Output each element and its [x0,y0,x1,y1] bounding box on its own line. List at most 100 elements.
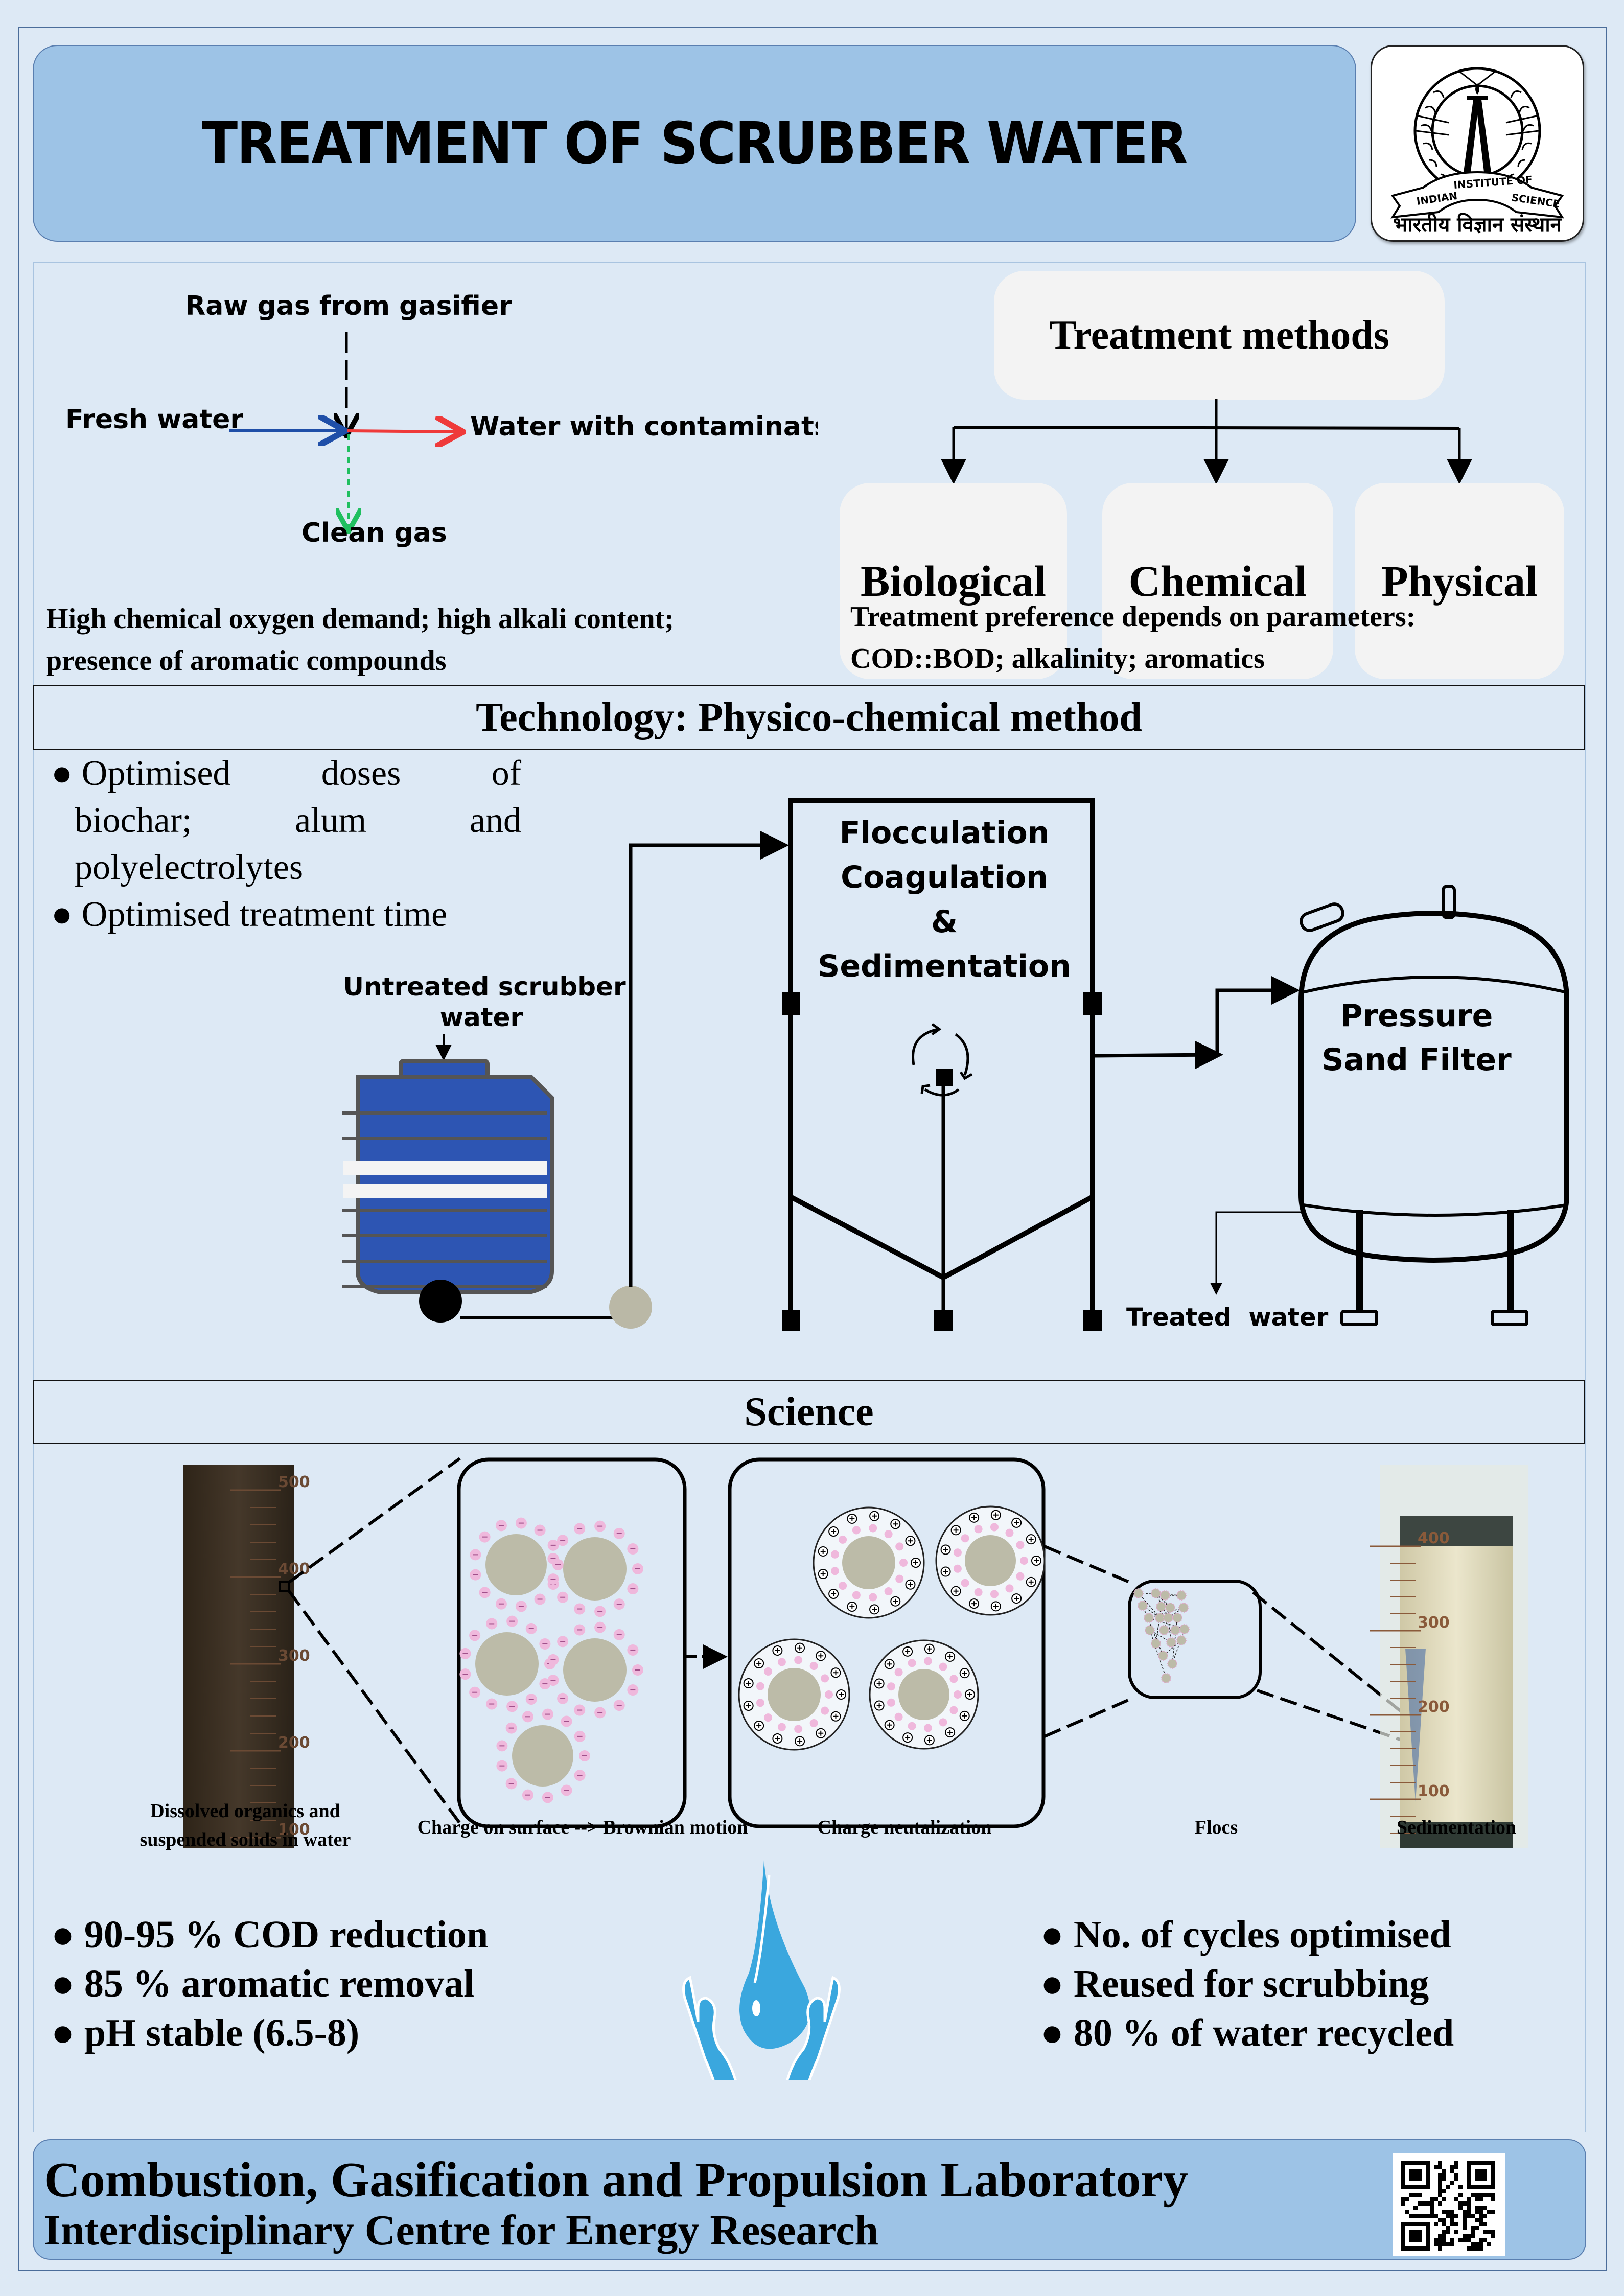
bullet-dot: ● [51,2011,75,2054]
reactor-label-line-1: Flocculation [840,815,1050,851]
bullet-dot: ● [51,895,73,934]
floc-particle [1167,1659,1177,1669]
negative-charge [794,1725,803,1733]
negative-charge [777,1658,786,1666]
note-line-2: COD::BOD; alkalinity; aromatics [850,643,1265,675]
negative-charge [1016,1572,1025,1581]
bullet-word: doses [321,754,401,793]
negative-charge [764,1667,773,1676]
iisc-emblem-icon: INDIAN INSTITUTE OF SCIENCE भारतीय विज्ञ… [1390,67,1564,237]
suspended-particle [768,1668,821,1721]
caption-dissolved-organics: Dissolved organics and suspended solids … [118,1797,373,1854]
flocs-box [1128,1580,1262,1699]
negative-charge [1020,1557,1028,1565]
cylinder-mark-label: 400 [278,1560,310,1578]
negative-charge [764,1713,773,1722]
polymer-bridge [1155,1606,1162,1644]
poster-frame [18,27,1607,2271]
caption-line: suspended solids in water [140,1829,351,1850]
bullet-dot: ● [51,754,73,793]
bullet-dot: ● [1040,1913,1064,1956]
negative-charge [923,1657,932,1665]
floc-particle [1163,1613,1173,1623]
lab-name: Combustion, Gasification and Propulsion … [44,2152,1188,2208]
bullet-dot: ● [1040,2011,1064,2054]
bullet-item-cont: biochar; alum and [51,797,521,844]
caption-charge-neutralization: Charge neutalization [817,1817,992,1838]
negative-charge [895,1542,904,1551]
scrubber-water-description: High chemical oxygen demand; high alkali… [46,598,674,682]
floc-particle [1161,1673,1171,1683]
tank-label-line-2: water [440,1003,523,1032]
suspended-particle [485,1534,547,1595]
caption-flocs: Flocs [1194,1817,1238,1838]
polymer-bridge [1148,1617,1185,1630]
negative-charge [884,1530,893,1539]
fresh-water-label: Fresh water [65,404,243,435]
negative-charge [884,1587,893,1595]
floc-particle [1160,1590,1170,1601]
qr-code-icon [1401,2161,1495,2251]
science-heading: Science [33,1380,1585,1444]
negative-charge [954,1690,962,1699]
negative-charge [887,1682,895,1691]
negative-charge [894,1668,903,1677]
floc-particle [1176,1635,1187,1645]
negative-charge [949,1706,958,1714]
floc-particle [1144,1613,1154,1623]
fresh-water-arrow [228,430,342,431]
caption-brownian-motion: Charge on surface --> Brownian motion [417,1817,748,1838]
floc-particle [1151,1638,1161,1649]
negative-charge [825,1690,833,1699]
contaminated-water-arrow [347,431,460,432]
result-item: ● 80 % of water recycled [1040,2008,1454,2057]
negative-charge [953,1564,962,1573]
negative-charge [895,1574,904,1583]
negative-charge [939,1718,947,1727]
logo-hindi-text: भारतीय विज्ञान संस्थान [1393,213,1563,237]
reactor-label-line-3: & [931,904,958,940]
qr-code[interactable] [1393,2153,1505,2256]
water-drop-hands-icon [682,1860,841,2080]
negative-charge [974,1588,983,1596]
caption-line: Dissolved organics and [150,1800,340,1822]
treatment-methods-node: Treatment methods [994,271,1445,400]
pressure-sand-filter [1298,885,1569,1326]
negative-charge [830,1567,839,1575]
technology-heading: Technology: Physico-chemical method [33,685,1585,750]
negative-charge [839,1582,847,1590]
negative-charge [830,1550,839,1559]
clean-gas-label: Clean gas [301,518,447,548]
floc-particle [1158,1651,1168,1661]
bullet-dot: ● [1040,1962,1064,2005]
negative-charge [756,1699,764,1707]
bullet-word: alum [295,801,367,840]
result-text: 90-95 % COD reduction [84,1913,489,1956]
suspended-particle [563,1638,627,1702]
reactor-label-line-2: Coagulation [841,860,1048,895]
polymer-bridge [1149,1630,1167,1679]
polymer-bridge [1138,1593,1161,1618]
floc-particle [1159,1625,1169,1635]
negative-charge [953,1548,962,1557]
floc-particle [1176,1590,1187,1601]
negative-charge [923,1724,932,1732]
floc-particle [1179,1624,1190,1634]
floc-particle [1138,1601,1148,1611]
negative-charge [809,1662,818,1671]
result-text: 80 % of water recycled [1073,2011,1454,2054]
bullet-word: biochar; [75,801,192,840]
suspended-particle [512,1725,573,1787]
negative-charge [1016,1541,1025,1549]
treated-water-label: Treated water [1126,1303,1329,1332]
result-item: ● 85 % aromatic removal [51,1959,488,2008]
scrubber-flow-diagram: Raw gas from gasifier Fresh water Water … [65,291,818,548]
negative-charge [869,1524,877,1533]
negative-charge [839,1535,847,1544]
water-tank-icon [342,1059,554,1323]
negative-charge [908,1722,916,1730]
negative-charge [899,1559,908,1567]
result-item: ● 90-95 % COD reduction [51,1910,488,1959]
negative-charge [821,1674,829,1683]
caption-sedimentation: Sedimentation [1396,1817,1517,1838]
